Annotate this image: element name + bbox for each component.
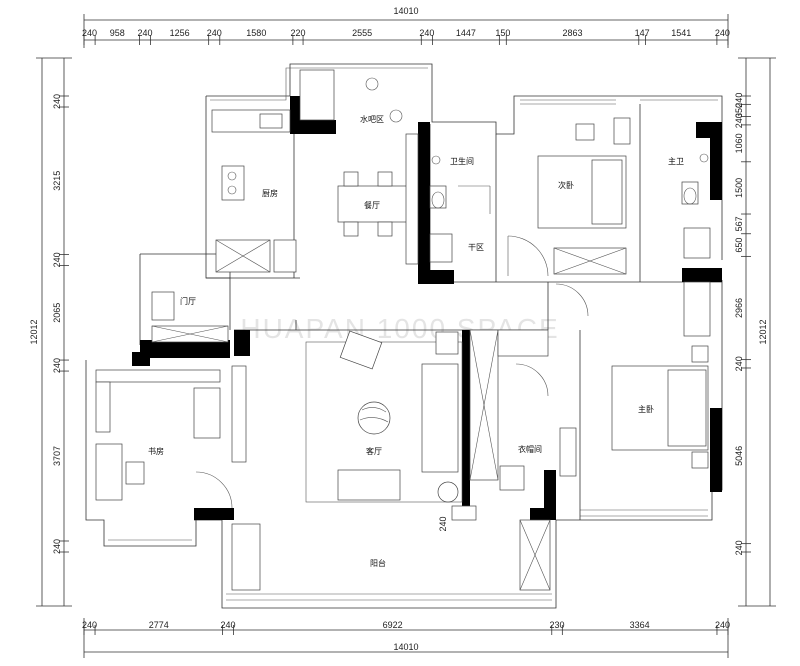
room-label-living: 客厅 <box>366 446 382 456</box>
dim-segment-label: 240 <box>734 540 744 555</box>
dim-segment-label: 567 <box>734 216 744 231</box>
dim-segment-label: 230 <box>550 620 565 630</box>
kitchen-area: 厨房 <box>211 109 297 273</box>
dim-segment-label: 240 <box>734 113 744 128</box>
dim-segment-label: 1580 <box>246 28 266 38</box>
room-label-master-bedroom: 主卧 <box>638 404 654 414</box>
dim-segment-label: 240 <box>207 28 222 38</box>
dim-segment-label: 5046 <box>734 446 744 466</box>
dim-bottom-total: 14010 <box>393 642 418 652</box>
dim-segment-label: 240 <box>52 94 62 109</box>
dim-segment-label: 240 <box>137 28 152 38</box>
dim-segment-label: 240 <box>419 28 434 38</box>
room-label-dry-area: 干区 <box>468 243 484 252</box>
master-bedroom-area: 主卧 <box>559 281 711 477</box>
dim-segment-label: 1500 <box>734 178 744 198</box>
dim-segment-label: 240 <box>221 620 236 630</box>
dim-segment-label: 3364 <box>630 620 650 630</box>
balcony-area: 阳台 <box>231 519 551 591</box>
second-bedroom-area: 次卧 <box>537 117 631 275</box>
dim-segment-label: 1541 <box>671 28 691 38</box>
dim-segment-label: 240 <box>52 539 62 554</box>
dim-right-total: 12012 <box>758 319 768 344</box>
dim-segment-label: 3215 <box>52 171 62 191</box>
dim-segment-label: 6922 <box>383 620 403 630</box>
room-label-cloakroom: 衣帽间 <box>518 444 542 454</box>
room-label-master-bath: 主卫 <box>668 156 684 166</box>
dim-column-small: 240 <box>438 516 448 531</box>
dim-segment-label: 240 <box>82 28 97 38</box>
dim-segment-label: 2774 <box>149 620 169 630</box>
dim-segment-label: 240 <box>82 620 97 630</box>
door-swings <box>195 235 589 509</box>
dim-segment-label: 1447 <box>456 28 476 38</box>
bathroom-area: 卫生间 干区 <box>405 133 491 265</box>
dim-segment-label: 240 <box>52 252 62 267</box>
dim-segment-label: 240 <box>715 620 730 630</box>
dining-area: 水吧区 餐厅 <box>299 69 409 237</box>
room-label-second-bedroom: 次卧 <box>558 180 574 190</box>
dim-segment-label: 240 <box>734 93 744 108</box>
dim-segment-label: 3707 <box>52 446 62 466</box>
dim-segment-label: 2863 <box>563 28 583 38</box>
right-dimension: 12012 2403502401060150056765029662405046… <box>734 57 776 607</box>
room-label-kitchen: 厨房 <box>262 188 278 198</box>
dim-segment-label: 350 <box>734 103 744 118</box>
dim-segment-label: 240 <box>715 28 730 38</box>
master-bath-area: 主卫 <box>668 153 711 259</box>
cloakroom-area: 衣帽间 <box>469 329 549 491</box>
dim-top-total: 14010 <box>393 6 418 16</box>
dim-segment-label: 240 <box>52 358 62 373</box>
study-area: 书房 <box>95 365 247 501</box>
dim-segment-label: 1060 <box>734 133 744 153</box>
dim-segment-label: 147 <box>635 28 650 38</box>
foyer-area: 门厅 <box>151 291 229 343</box>
dim-segment-label: 2966 <box>734 298 744 318</box>
structural-columns <box>132 96 722 520</box>
room-label-balcony: 阳台 <box>370 558 386 568</box>
room-label-bathroom: 卫生间 <box>450 156 474 166</box>
living-area: 客厅 240 <box>305 330 477 532</box>
dim-segment-label: 220 <box>290 28 305 38</box>
dim-segment-label: 2555 <box>352 28 372 38</box>
dim-left-total: 12012 <box>29 319 39 344</box>
top-dimension: 14010 240 958 240 1256 240 1580 220 2555 240 1447… <box>82 6 730 48</box>
left-dimension: 12012 240 3215 240 2065 240 3707 240 <box>29 57 72 607</box>
dim-segment-label: 958 <box>110 28 125 38</box>
room-label-study: 书房 <box>148 446 164 456</box>
dim-segment-label: 150 <box>495 28 510 38</box>
dim-segment-label: 2065 <box>52 303 62 323</box>
bottom-dimension: 14010 240 2774 240 6922 230 3364 240 <box>82 618 730 658</box>
room-label-water-bar: 水吧区 <box>360 114 384 124</box>
dim-segment-label: 1256 <box>170 28 190 38</box>
dim-segment-label: 240 <box>734 356 744 371</box>
room-label-foyer: 门厅 <box>180 296 196 306</box>
dim-segment-label: 650 <box>734 238 744 253</box>
room-label-dining: 餐厅 <box>364 201 380 210</box>
